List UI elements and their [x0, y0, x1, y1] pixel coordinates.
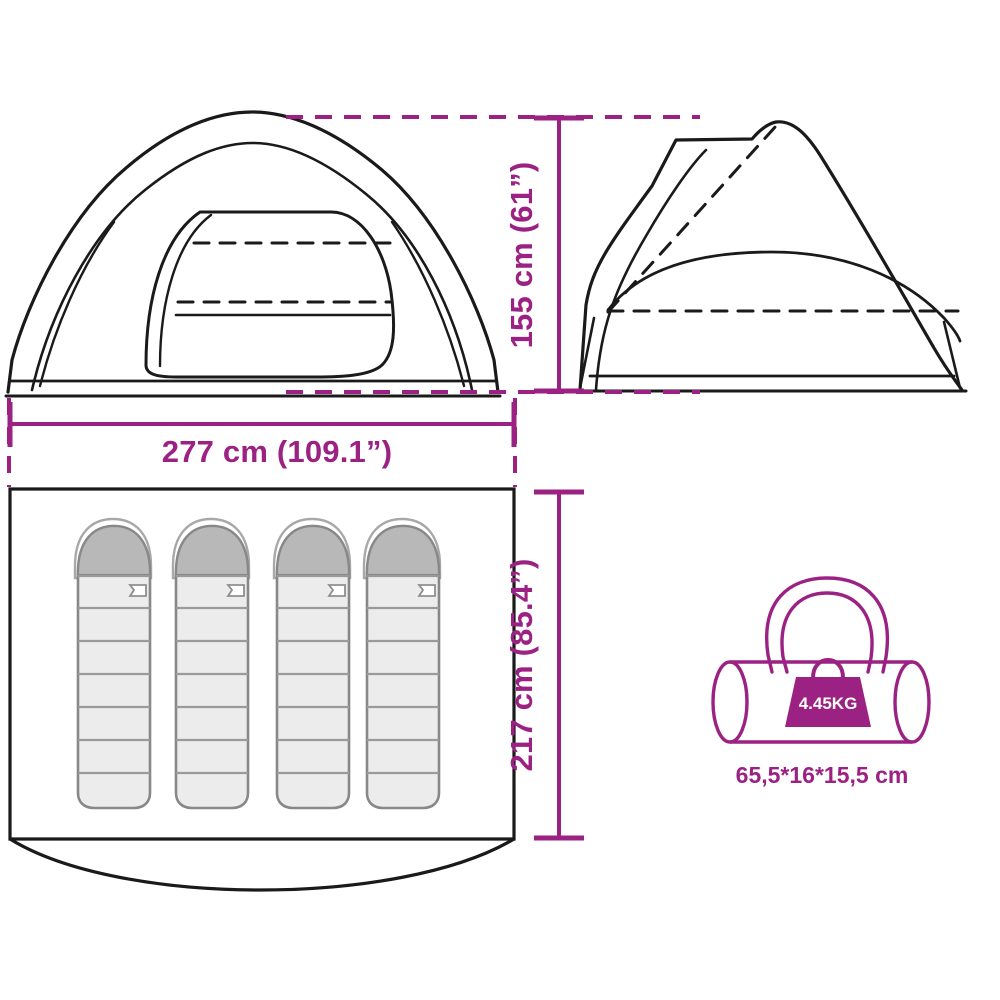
sleeping-bag-zipper-tab — [417, 584, 436, 597]
sleeping-bag-hood — [76, 524, 152, 577]
weight-icon-body — [785, 677, 871, 727]
sleeping-bag-zipper-tab — [226, 584, 245, 597]
side-foot-right — [942, 320, 962, 390]
side-foot-left — [578, 316, 596, 390]
front-inner-canopy — [30, 141, 474, 392]
sleeping-bag-segments — [176, 574, 248, 775]
sleeping-bag-group — [73, 517, 442, 810]
dimension-width: 277 cm (109.1”) — [7, 398, 517, 487]
sleeping-bag — [73, 517, 153, 810]
side-rear-seam — [594, 148, 708, 392]
side-fly-outline — [578, 120, 964, 392]
weight-icon: 4.45KG — [785, 657, 871, 727]
carry-bag-end-left — [711, 660, 749, 744]
front-door-hinge — [158, 213, 213, 368]
sleeping-bag-zipper-tab — [327, 584, 346, 597]
front-pole-left — [38, 220, 116, 388]
front-pole-right — [390, 220, 466, 388]
sleeping-bag — [171, 517, 251, 810]
sleeping-bag-segments — [367, 574, 439, 775]
depth-dimension-label: 217 cm (85.4”) — [504, 558, 539, 771]
tent-floor-plan — [8, 487, 516, 892]
tent-front-view — [4, 110, 502, 398]
sleeping-bag-hood — [275, 524, 351, 577]
side-dashed-ridge — [606, 124, 778, 314]
sleeping-bag-zipper-tab — [128, 584, 147, 597]
width-dimension-label: 277 cm (109.1”) — [162, 434, 392, 469]
carry-bag: 4.45KG 65,5*16*15,5 cm — [711, 576, 931, 788]
carry-bag-end-right — [893, 660, 931, 744]
dimension-depth: 217 cm (85.4”) — [504, 489, 584, 841]
carry-bag-size-label: 65,5*16*15,5 cm — [736, 762, 909, 788]
front-door-panel — [144, 210, 396, 379]
weight-icon-label: 4.45KG — [799, 694, 858, 713]
sleeping-bag-segments — [78, 574, 150, 775]
front-fly-outline — [6, 110, 500, 394]
height-dimension-label: 155 cm (61”) — [504, 162, 539, 349]
sleeping-bag-segments — [277, 574, 349, 775]
dimension-height: 155 cm (61”) — [286, 115, 700, 394]
sleeping-bag-hood — [365, 524, 441, 577]
sleeping-bag — [272, 517, 352, 810]
side-inner-arc — [606, 250, 962, 343]
tent-side-view — [576, 120, 968, 393]
sleeping-bag-hood — [174, 524, 250, 577]
sleeping-bag — [362, 517, 442, 810]
carry-bag-handle-outer — [765, 576, 889, 674]
floor-vestibule-arc — [9, 837, 515, 892]
weight-icon-handle — [811, 657, 845, 679]
carry-bag-handle-inner — [780, 591, 874, 674]
